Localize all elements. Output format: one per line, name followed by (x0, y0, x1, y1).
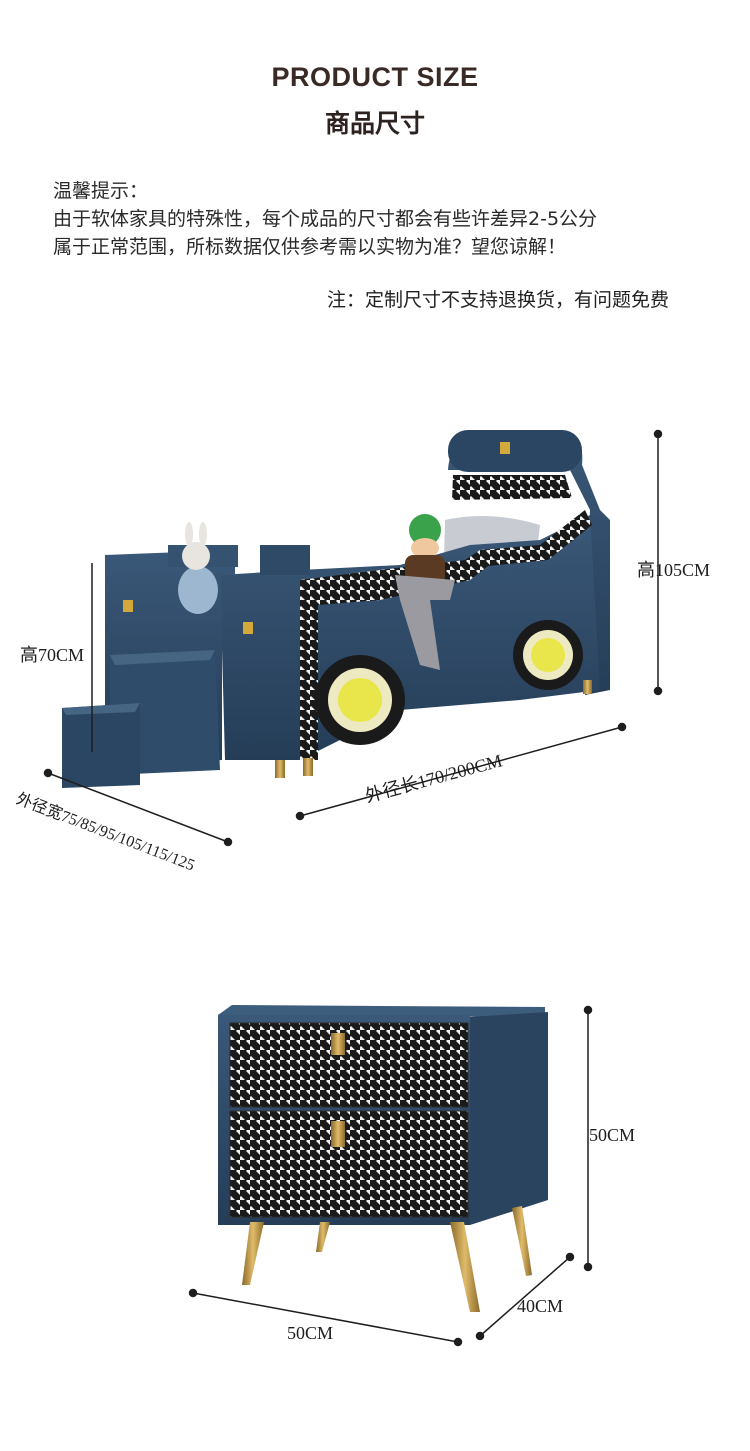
bed-dimension-lines (43, 429, 663, 847)
nightstand-depth-label: 40CM (517, 1296, 564, 1316)
bed-side-height-label: 高70CM (20, 645, 85, 665)
nightstand-image (218, 1005, 548, 1312)
title-english: PRODUCT SIZE (271, 62, 479, 92)
car-bed-image (62, 430, 610, 788)
nightstand-height-label: 50CM (589, 1125, 636, 1145)
tip-heading: 温馨提示： (53, 180, 149, 202)
tip-line-2: 属于正常范围，所标数据仅供参考需以实物为准？望您谅解！ (53, 236, 567, 258)
nightstand-width-label: 50CM (287, 1323, 334, 1343)
bed-height-label: 高105CM (637, 560, 711, 580)
title-chinese: 商品尺寸 (324, 109, 425, 138)
tip-line-1: 由于软体家具的特殊性，每个成品的尺寸都会有些许差异2-5公分 (53, 208, 598, 230)
custom-size-note: 注：定制尺寸不支持退换货，有问题免费 (327, 289, 670, 311)
nightstand-dimension-lines (188, 1005, 593, 1347)
